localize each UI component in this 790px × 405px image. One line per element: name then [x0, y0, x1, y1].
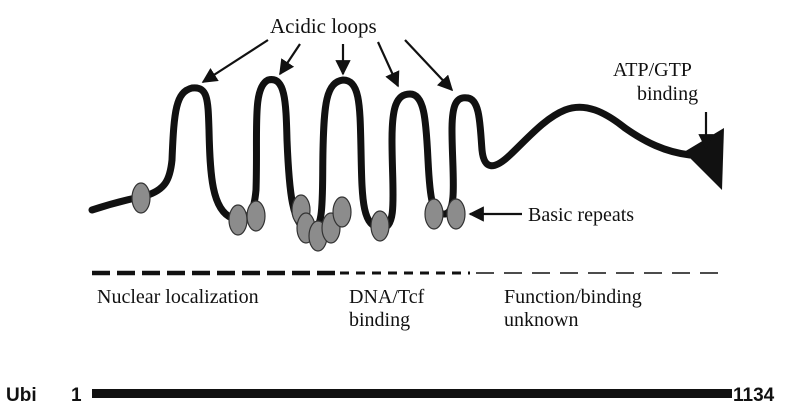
- scale-end-label: 1134: [733, 385, 775, 405]
- basic-repeat-beads: [132, 183, 465, 251]
- dna-binding-label: binding: [349, 309, 410, 331]
- bead: [247, 201, 265, 231]
- basic-repeats-label: Basic repeats: [528, 204, 634, 226]
- bead: [371, 211, 389, 241]
- atp-binding-label: binding: [637, 83, 698, 105]
- acidic-loop-arrows: [203, 40, 452, 90]
- atp-gtp-label: ATP/GTP: [613, 59, 692, 81]
- nuclear-localization-label: Nuclear localization: [97, 286, 259, 308]
- ubi-label: Ubi: [6, 385, 37, 405]
- bead: [229, 205, 247, 235]
- acidic-loops-label: Acidic loops: [270, 14, 377, 38]
- unknown-label: unknown: [504, 309, 578, 331]
- bead: [132, 183, 150, 213]
- bead: [333, 197, 351, 227]
- atp-binding-wedge: [684, 128, 724, 190]
- scale-bar: [92, 389, 732, 398]
- function-binding-label: Function/binding: [504, 286, 642, 308]
- scale-start-label: 1: [71, 385, 82, 405]
- bead: [425, 199, 443, 229]
- dna-tcf-label: DNA/Tcf: [349, 286, 425, 308]
- bead: [447, 199, 465, 229]
